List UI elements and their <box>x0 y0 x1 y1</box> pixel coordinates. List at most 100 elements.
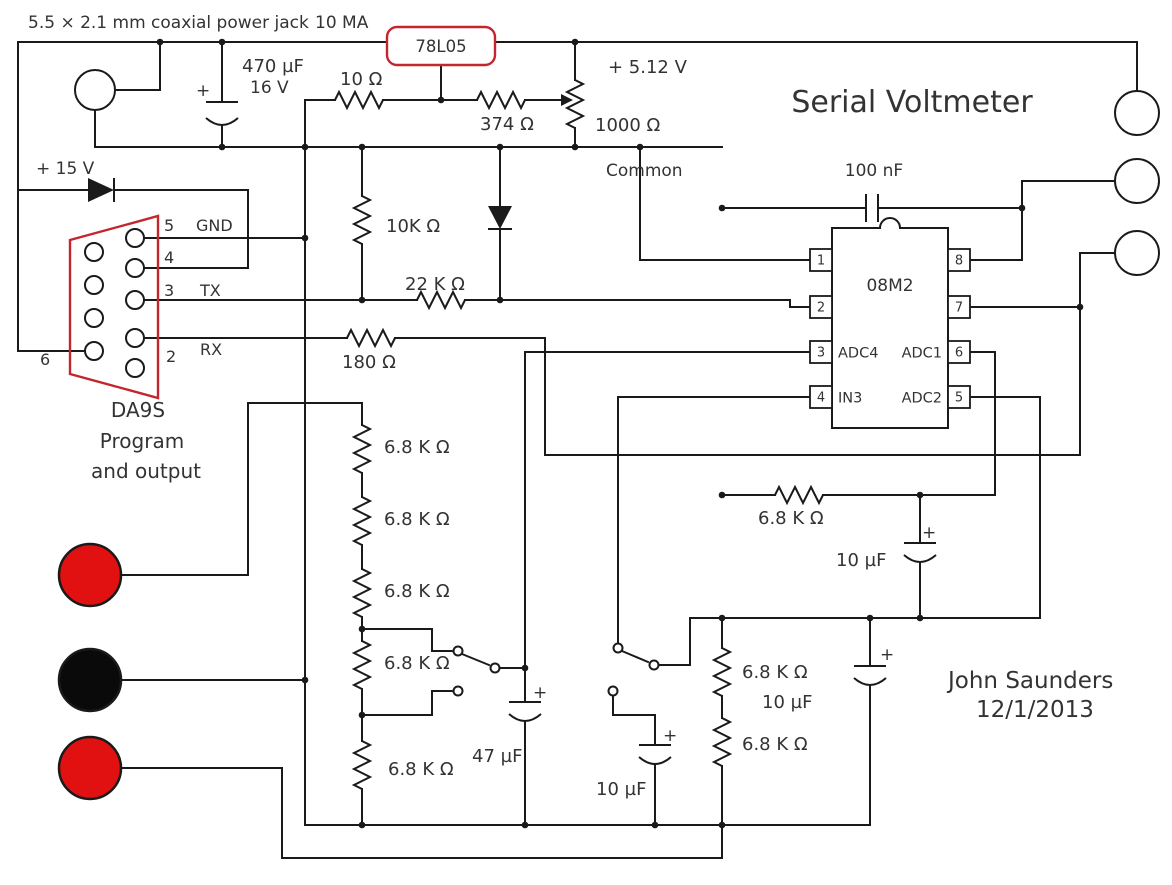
labels: 5.5 × 2.1 mm coaxial power jack 10 MA 78… <box>28 13 1113 800</box>
ic-pin-number-1: 1 <box>817 254 825 269</box>
ic-pin-number-7: 7 <box>955 301 963 316</box>
diode-clamp <box>488 206 512 230</box>
switch1-pole <box>489 662 501 674</box>
connector-body <box>68 214 160 400</box>
page-title: Serial Voltmeter <box>791 85 1033 120</box>
wiper-arrow-icon <box>561 94 573 106</box>
label-connector-name: DA9S <box>111 398 165 422</box>
terminal-red-top <box>57 542 123 608</box>
label-v512: + 5.12 V <box>608 57 688 78</box>
label-divider-r3: 6.8 K Ω <box>384 581 450 602</box>
label-r22k: 22 K Ω <box>405 274 465 295</box>
ic-pin-box-5 <box>947 385 971 409</box>
power-jack <box>74 69 116 111</box>
switch2-contact-b <box>607 685 619 697</box>
ic-label-in3: IN3 <box>838 391 862 407</box>
connector-pin-3 <box>125 290 145 310</box>
wire-pin5-adc2 <box>969 396 1041 619</box>
switch1-contact-a <box>452 645 464 657</box>
switch2-contact-a <box>612 642 624 654</box>
label-pin5: 5 <box>164 216 174 235</box>
capacitor-47uf <box>508 701 542 722</box>
label-cap-100nf: 100 nF <box>845 161 903 181</box>
wire-tap-b <box>361 690 454 716</box>
output-circle-2 <box>1114 158 1160 204</box>
wire-pin3-adc4 <box>499 351 811 669</box>
switch1-contact-b <box>452 685 464 697</box>
label-regulator: 78L05 <box>415 37 466 56</box>
label-cap-470uf: 470 µF <box>242 56 304 77</box>
label-pot-1000: 1000 Ω <box>595 115 661 136</box>
label-r374: 374 Ω <box>480 114 534 135</box>
author-name: John Saunders <box>946 668 1113 694</box>
terminal-red-bottom <box>57 735 123 801</box>
wire-power-jack <box>94 41 161 148</box>
label-pin3: 3 <box>164 281 174 300</box>
label-divider-r5: 6.8 K Ω <box>388 759 454 780</box>
diodes <box>88 178 512 230</box>
label-cap-10uf-mid: 10 µF <box>596 779 646 800</box>
wire-pin4-in3 <box>617 396 811 644</box>
ic-pin-number-3: 3 <box>817 346 825 361</box>
label-cap-470uf-voltage: 16 V <box>250 78 289 98</box>
label-v15: + 15 V <box>36 159 95 179</box>
capacitor-470uf <box>205 101 239 126</box>
label-common: Common <box>606 161 683 181</box>
label-lower-r68k-1: 6.8 K Ω <box>742 662 808 683</box>
ic-body <box>831 217 949 429</box>
label-pin4: 4 <box>164 248 174 267</box>
plus-sign-cap47: + <box>533 683 547 703</box>
label-divider-r1: 6.8 K Ω <box>384 437 450 458</box>
label-cap-10uf-right: 10 µF <box>836 550 886 571</box>
label-power-jack-note: 5.5 × 2.1 mm coaxial power jack <box>28 13 309 33</box>
label-connector-caption-2: and output <box>91 459 201 483</box>
wire-terminal-red-bottom <box>121 767 723 859</box>
ic-pin-number-4: 4 <box>817 391 825 406</box>
ic-pin-box-3 <box>809 340 833 364</box>
capacitor-10uf-right <box>903 542 937 563</box>
ic-label-adc2: ADC2 <box>902 391 942 407</box>
ic-pin-number-8: 8 <box>955 254 963 269</box>
capacitor-10uf-mid <box>638 744 672 765</box>
switch1-lever <box>460 652 491 667</box>
output-circle-3 <box>1114 230 1160 276</box>
ic-pin-box-4 <box>809 385 833 409</box>
wire-rx-serial-out <box>143 252 1116 456</box>
ic-pin-number-6: 6 <box>955 346 963 361</box>
wires <box>17 41 1138 859</box>
capacitor-10uf-lower <box>853 665 887 686</box>
junction-dots <box>156 38 1084 829</box>
label-cap-10uf-lower: 10 µF <box>762 692 812 713</box>
connector-pin-1 <box>125 358 145 378</box>
resistors <box>334 79 824 790</box>
plus-sign-cap470: + <box>196 81 210 101</box>
ic-pin-box-6 <box>947 340 971 364</box>
wire-pin8 <box>969 180 1116 261</box>
ic-08m2: 1 2 3 4 8 7 6 5 08M2 ADC4 ADC1 IN3 ADC2 <box>809 217 971 429</box>
connector-pin-6 <box>84 341 104 361</box>
terminal-black <box>57 647 123 713</box>
wire-pin1 <box>639 146 811 261</box>
label-r10k: 10K Ω <box>386 216 440 237</box>
connector-pin-2 <box>125 328 145 348</box>
plus-sign-cap10-mid: + <box>663 726 677 746</box>
ic-name-label: 08M2 <box>866 276 913 296</box>
connector-pin-4 <box>125 258 145 278</box>
connector-pin-8 <box>84 275 104 295</box>
wire-15v <box>17 189 249 269</box>
plus-sign-cap10-lower: + <box>880 645 894 665</box>
label-r180: 180 Ω <box>342 352 396 373</box>
ic-pin-box-8 <box>947 248 971 272</box>
label-gnd: GND <box>196 216 233 235</box>
switch2-pole <box>648 659 660 671</box>
ic-pin-box-1 <box>809 248 833 272</box>
regulator-78l05-box <box>385 25 497 67</box>
label-cap-47uf: 47 µF <box>472 746 522 767</box>
label-tx: TX <box>199 281 221 300</box>
label-connector-caption-1: Program <box>100 429 184 453</box>
switch-2 <box>607 642 660 697</box>
label-divider-r2: 6.8 K Ω <box>384 509 450 530</box>
wire-pin6-adc1 <box>969 351 996 496</box>
